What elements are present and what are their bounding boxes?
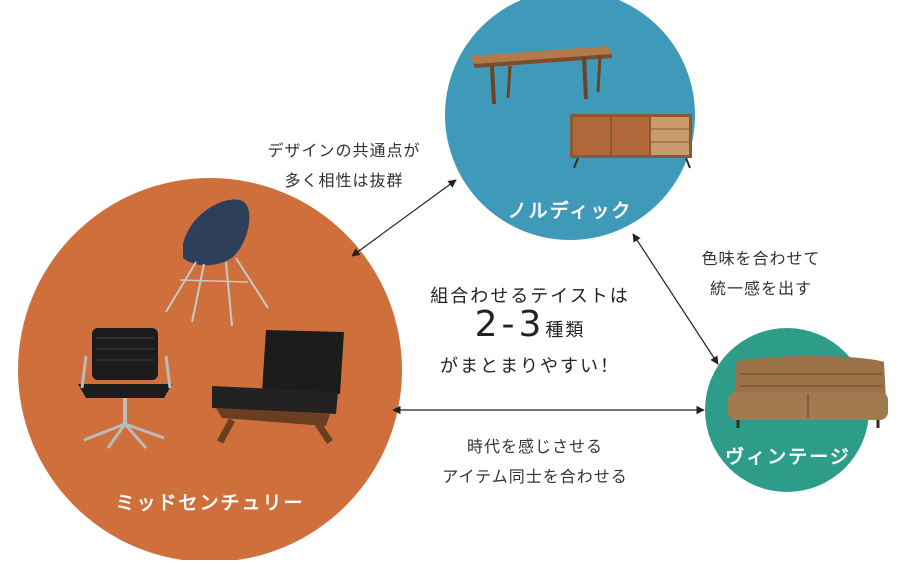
caption-mid-nordic: デザインの共通点が 多く相性は抜群: [244, 136, 444, 196]
caption-nordic-vintage-line2: 統一感を出す: [709, 279, 812, 298]
caption-mid-nordic-line1: デザインの共通点が: [267, 141, 421, 160]
caption-nordic-vintage-line1: 色味を合わせて: [701, 249, 821, 268]
caption-mid-nordic-line2: 多く相性は抜群: [284, 171, 404, 190]
caption-mid-vintage-line2: アイテム同士を合わせる: [442, 467, 628, 486]
center-line3: がまとまりやすい！: [440, 356, 620, 377]
dining-table-image: [470, 46, 612, 105]
caption-mid-vintage-line1: 時代を感じさせる: [466, 437, 603, 456]
center-number-row: 2-3種類: [405, 304, 655, 345]
sofa-image: [728, 356, 888, 428]
caption-mid-vintage: 時代を感じさせる アイテム同士を合わせる: [410, 432, 660, 492]
office-chair-image: [78, 328, 172, 449]
nordic-label: ノルディック: [507, 200, 633, 222]
center-number: 2-3: [474, 304, 546, 345]
shell-chair-image: [165, 199, 269, 327]
lounge-chair-image: [212, 330, 344, 444]
arrow-nordic-vintage: [632, 233, 719, 365]
sideboard-image: [570, 114, 692, 169]
vintage-label: ヴィンテージ: [725, 446, 851, 468]
caption-nordic-vintage: 色味を合わせて 統一感を出す: [676, 244, 846, 304]
midcentury-label: ミッドセンチュリー: [115, 492, 305, 514]
arrow-mid-nordic: [351, 179, 457, 257]
center-line1: 組合わせるテイストは: [430, 286, 630, 307]
midcentury-circle: [18, 178, 402, 562]
center-kind: 種類: [545, 320, 586, 341]
